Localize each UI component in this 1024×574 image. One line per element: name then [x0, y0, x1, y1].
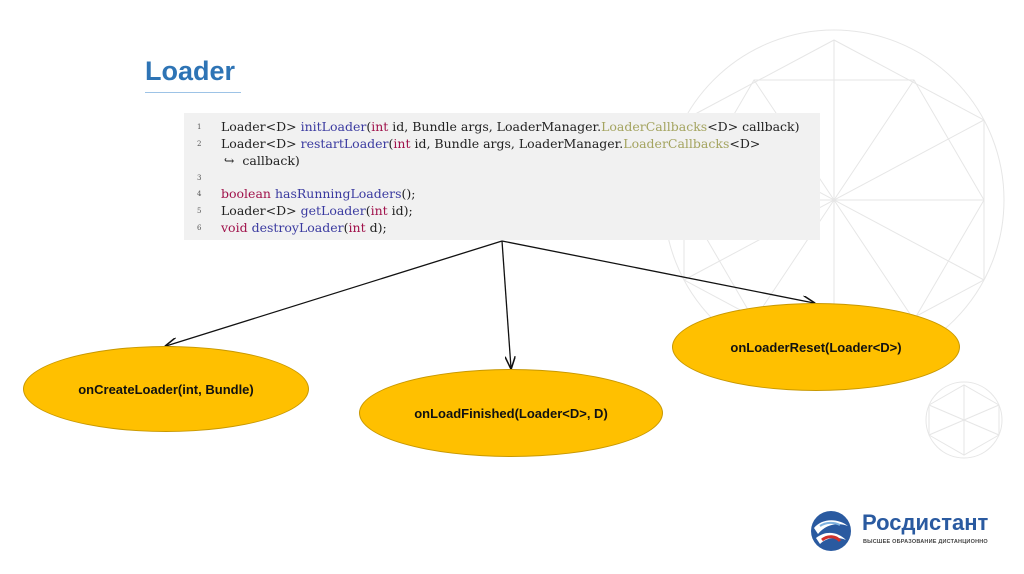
- arrow-to-oncreateloader: [166, 240, 503, 346]
- logo-globe-icon: [811, 511, 851, 551]
- slide-title: Loader: [145, 56, 236, 86]
- code-token: boolean: [221, 186, 271, 201]
- code-token: (: [366, 119, 372, 134]
- code-token: ();: [401, 186, 416, 201]
- code-token: LoaderCallbacks: [601, 119, 708, 134]
- code-token: id);: [387, 203, 413, 218]
- onloaderreset-node: onLoaderReset(Loader<D>): [672, 303, 960, 391]
- line-number: 6: [197, 224, 202, 232]
- code-text: void destroyLoader(int d);: [221, 220, 387, 235]
- line-number: 1: [197, 123, 202, 131]
- arrow-to-onloaderreset: [501, 240, 814, 303]
- code-token: int: [348, 220, 366, 235]
- code-token: int: [393, 136, 411, 151]
- code-token: (: [343, 220, 349, 235]
- oncreateloader-node: onCreateLoader(int, Bundle): [23, 346, 309, 432]
- logo-name: Росдистант: [862, 510, 989, 535]
- code-token: hasRunningLoaders: [274, 186, 402, 201]
- code-token: (: [388, 136, 394, 151]
- code-token: <D> callback): [707, 119, 800, 134]
- code-token: <D>: [729, 136, 761, 151]
- onloaderreset-label: onLoaderReset(Loader<D>): [730, 339, 902, 355]
- onloadfinished-label: onLoadFinished(Loader<D>, D): [414, 405, 608, 421]
- code-token: LoaderCallbacks: [623, 136, 730, 151]
- code-token: (: [365, 203, 371, 218]
- code-token: id, Bundle args, LoaderManager.: [410, 136, 624, 151]
- code-token: d);: [365, 220, 387, 235]
- line-number: 5: [197, 207, 202, 215]
- code-text: Loader<D> restartLoader(int id, Bundle a…: [221, 136, 760, 151]
- code-token: destroyLoader: [251, 220, 344, 235]
- code-token: restartLoader: [300, 136, 389, 151]
- code-text: boolean hasRunningLoaders();: [221, 186, 416, 201]
- code-token: getLoader: [300, 203, 366, 218]
- logo-subtitle: ВЫСШЕЕ ОБРАЗОВАНИЕ ДИСТАНЦИОННО: [863, 539, 988, 545]
- line-number: 4: [197, 190, 202, 198]
- code-token: id, Bundle args, LoaderManager.: [388, 119, 602, 134]
- code-token: ↪ callback): [224, 153, 300, 168]
- arrow-to-onloadfinished: [501, 240, 511, 368]
- code-token: Loader<D>: [221, 119, 301, 134]
- code-text: Loader<D> getLoader(int id);: [221, 203, 413, 218]
- code-token: Loader<D>: [221, 136, 301, 151]
- onloadfinished-node: onLoadFinished(Loader<D>, D): [359, 369, 663, 457]
- rosdistant-logo: Росдистант ВЫСШЕЕ ОБРАЗОВАНИЕ ДИСТАНЦИОН…: [808, 508, 998, 554]
- oncreateloader-label: onCreateLoader(int, Bundle): [78, 381, 254, 397]
- line-number: 2: [197, 140, 202, 148]
- code-token: Loader<D>: [221, 203, 301, 218]
- code-token: int: [371, 119, 389, 134]
- code-token: initLoader: [300, 119, 367, 134]
- title-underline: [145, 92, 241, 93]
- code-text: Loader<D> initLoader(int id, Bundle args…: [221, 119, 800, 134]
- line-number: 3: [197, 174, 202, 182]
- code-text: ↪ callback): [224, 153, 300, 168]
- code-token: int: [370, 203, 388, 218]
- code-token: void: [221, 220, 248, 235]
